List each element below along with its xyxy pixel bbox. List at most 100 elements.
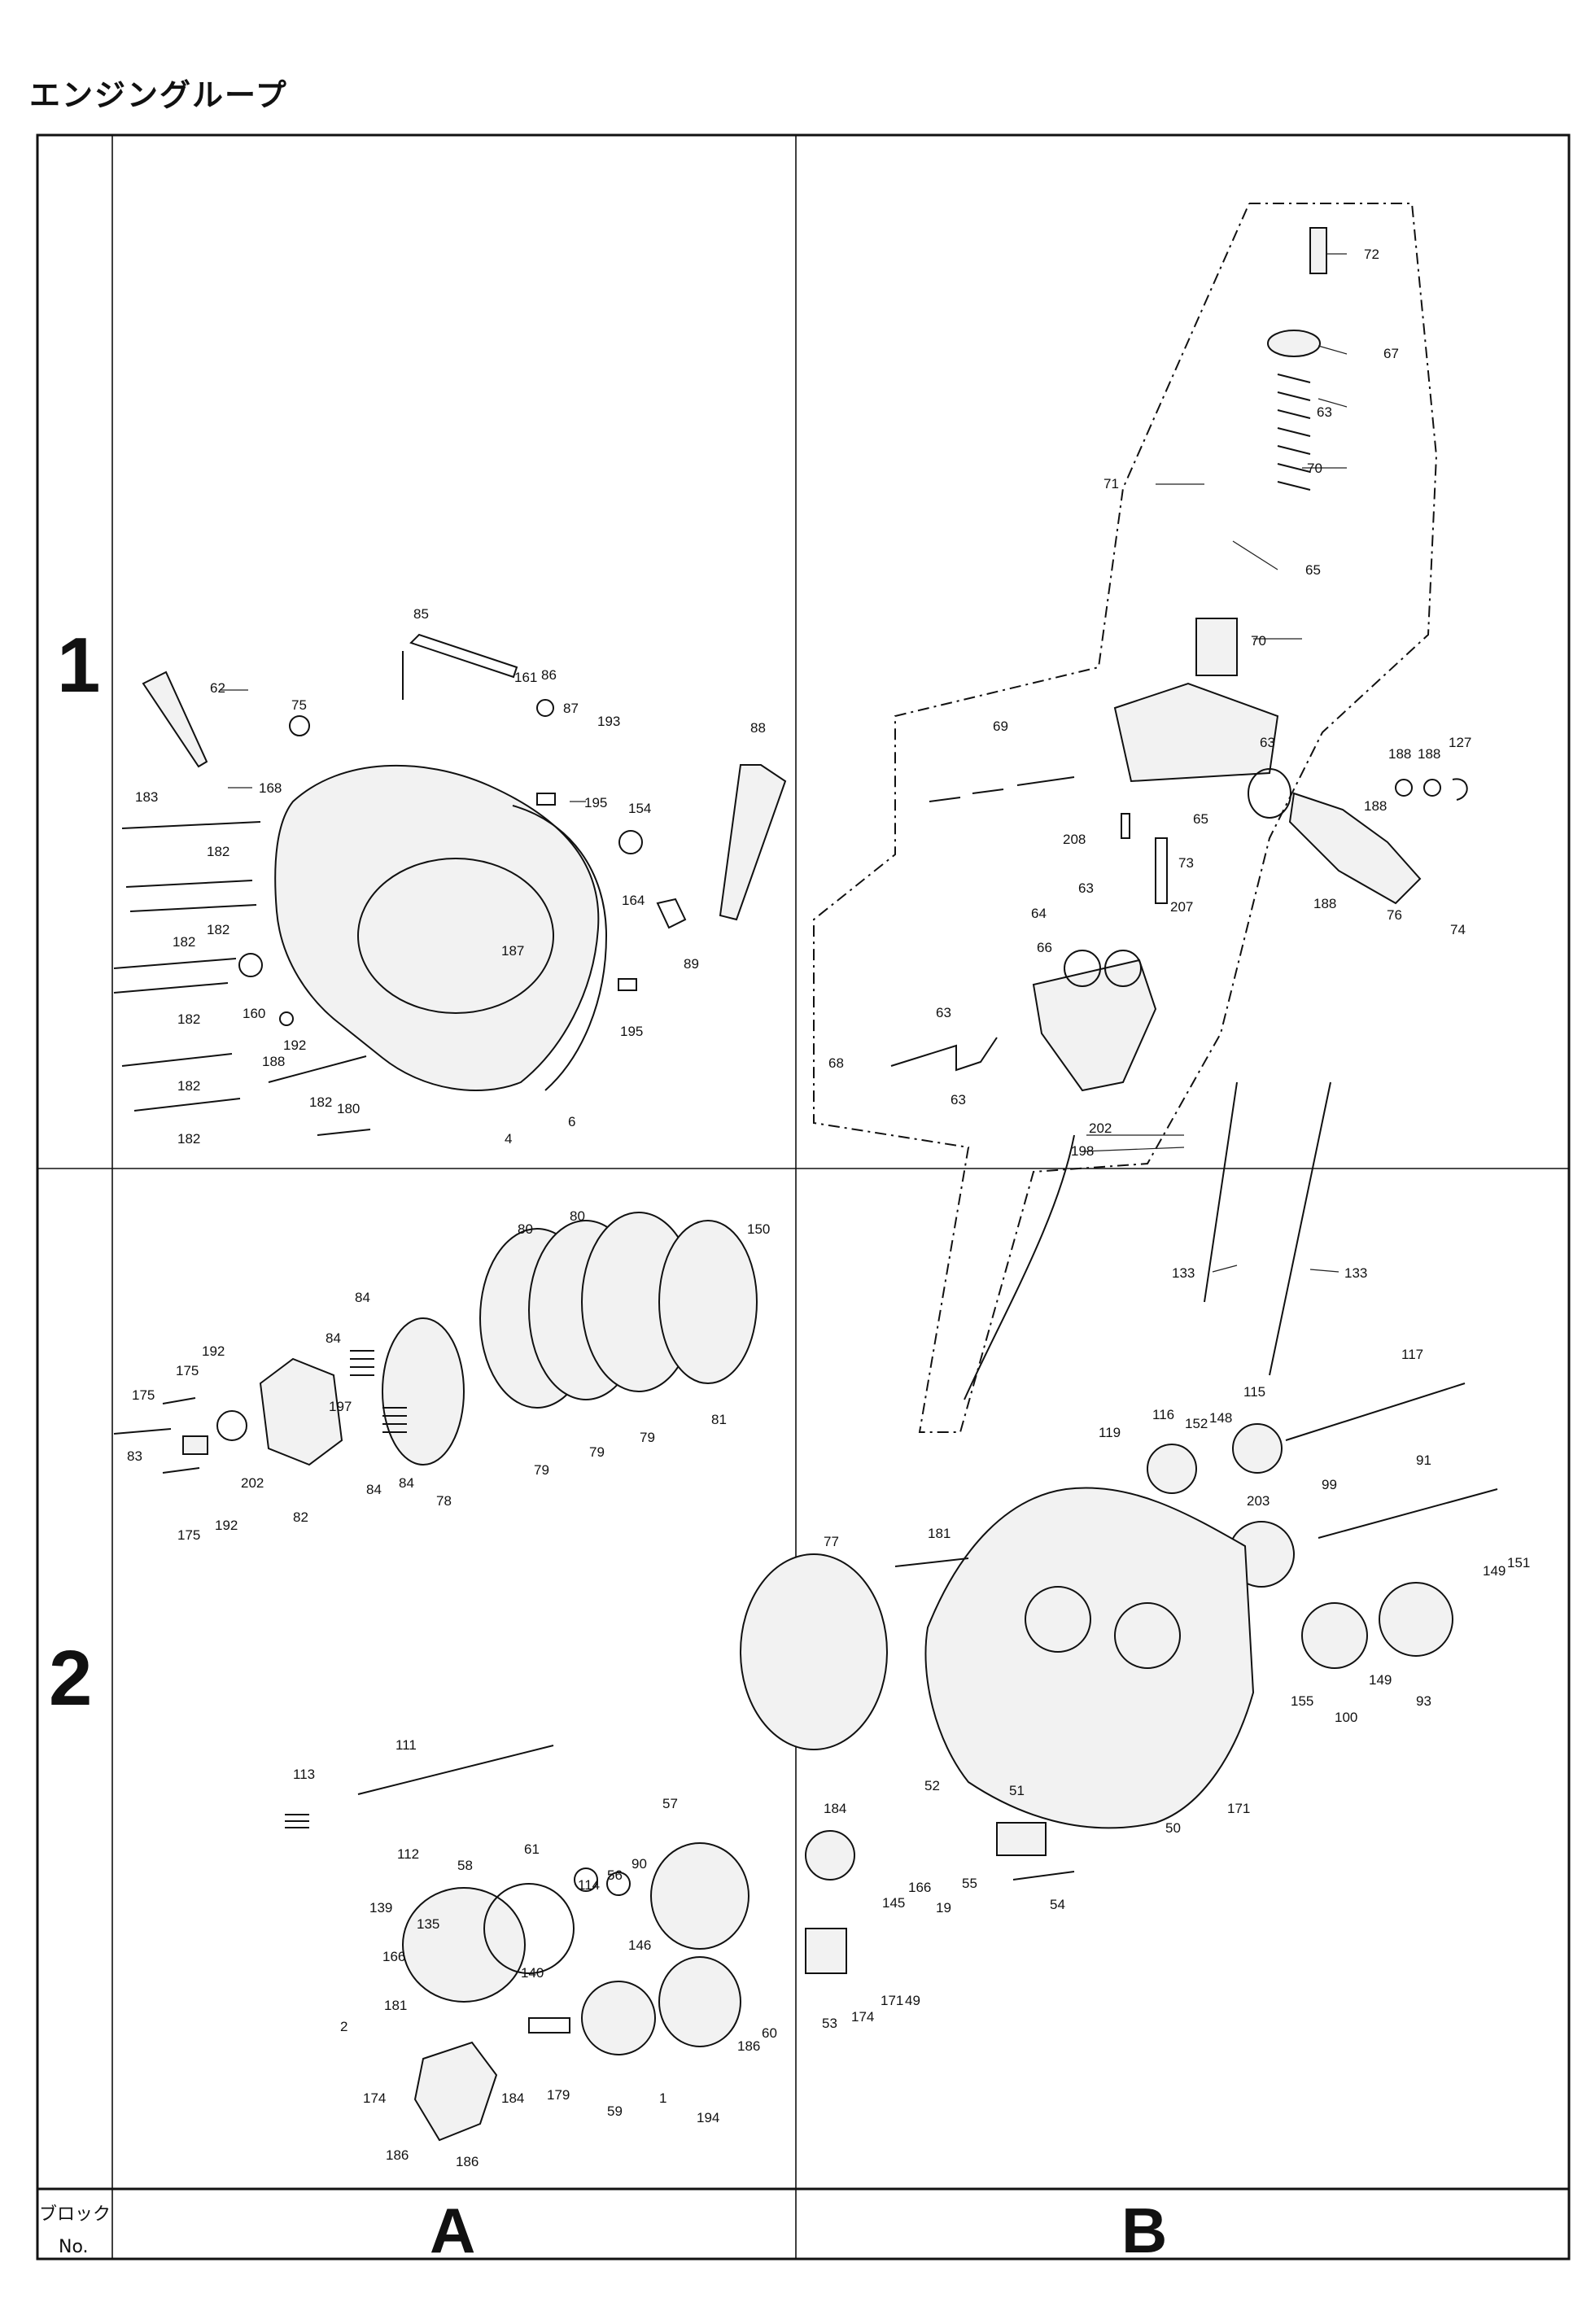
bolt-182g [268,1055,367,1083]
clutch-center-81-part [658,1220,758,1384]
callout-70b: 70 [1251,633,1266,649]
callout-174a: 146 [628,1937,651,1953]
callout-166a: 166 [908,1880,931,1895]
callout-66: 66 [1037,940,1052,955]
callout-50: 1 [659,2090,666,2106]
callout-182c: 182 [173,934,195,950]
callout-174b: 194 [697,2110,719,2125]
callout-65b: 65 [1193,811,1208,827]
outer-border [36,133,1571,2261]
gasket-63-part [1248,768,1291,819]
leader-65a [1232,540,1278,570]
callout-168: 168 [259,780,282,796]
callout-155: 155 [1291,1693,1313,1709]
nut-188b-part [1423,779,1441,797]
callout-135: 56 [607,1868,623,1883]
pump-cover-58-part [402,1887,526,2003]
callout-161: 161 [514,670,537,685]
rotor-50-part [658,1956,741,2047]
callout-188d: 188 [1364,798,1387,814]
bearing-202-part [216,1410,247,1441]
leader-133b [1309,1269,1339,1273]
callout-74: 74 [1450,922,1466,937]
callout-19: 179 [547,2087,570,2103]
callout-195a: 195 [584,795,607,810]
cap-72-part [1309,227,1327,274]
bolt-182d [113,982,229,994]
crankcase-bore-part [1025,1586,1091,1653]
top-67-part [1267,330,1321,357]
callout-84c: 84 [399,1475,414,1491]
bolt-175a-part [113,1428,172,1435]
callout-79b: 79 [589,1444,605,1460]
callout-54: 60 [762,2025,777,2041]
callout-78: 78 [436,1493,452,1509]
callout-182a: 182 [207,844,229,859]
switch-89-part [656,898,687,929]
callout-60: 135 [417,1916,439,1932]
callout-79a: 79 [534,1462,549,1478]
callout-81: 81 [711,1412,727,1427]
float-66a-part [1064,950,1101,987]
callout-64: 64 [1031,906,1047,921]
page-title: エンジングループ [29,77,288,113]
gear-100-part [1301,1602,1368,1669]
callout-52: 53 [822,2016,837,2031]
callout-186b: 181 [384,1998,407,2013]
carburetor-body-part [1113,682,1279,783]
callout-55: 186 [737,2038,760,2054]
gear-53-part [581,1981,656,2055]
callout-112: 112 [397,1846,419,1862]
stud-133b-part [1269,1081,1331,1376]
spring-87-part [536,699,554,717]
callout-84a: 84 [355,1290,370,1305]
callout-188c: 188 [1418,746,1440,762]
callout-63c: 63 [1078,880,1094,896]
leader-133a [1212,1265,1238,1273]
callout-140: 55 [962,1876,977,1891]
bolt-175c-part [162,1467,200,1474]
callout-182d: 182 [177,1011,200,1027]
callout-89: 89 [684,956,699,972]
oil-seal-part [238,953,263,977]
leader-67-63 [1318,345,1348,408]
callout-150: 150 [747,1221,770,1237]
callout-116: 116 [1152,1407,1174,1422]
callout-82: 82 [293,1509,308,1525]
callout-117: 117 [1401,1347,1423,1362]
clutch-outer-77-part [740,1553,888,1750]
callout-186c: 2 [340,2019,347,2034]
pump-body-49-part [413,2041,498,2142]
spring-70-part [1277,374,1311,491]
callout-71: 71 [1103,476,1119,491]
callout-76: 76 [1387,907,1402,923]
row-label-1: 1 [57,622,100,709]
callout-79c: 79 [640,1430,655,1445]
callout-56: 51 [1009,1783,1025,1798]
callout-175b: 175 [132,1387,155,1403]
row-label-2: 2 [49,1635,92,1722]
callout-114: 52 [924,1778,940,1793]
bolt-175b-part [162,1397,196,1404]
cell-a1-parts [113,633,787,1136]
clutch-lever-part [409,633,518,679]
callout-65a: 65 [1305,562,1321,578]
clip-75-part [289,715,310,736]
callout-127: 127 [1449,735,1471,750]
gear-116-part [1147,1444,1197,1494]
shaft-91-part [1318,1488,1498,1539]
needle-208-part [1121,813,1130,839]
callout-192c: 192 [215,1518,238,1533]
callout-83: 83 [127,1448,142,1464]
callout-171a: 174 [363,2090,386,2106]
callout-188a: 188 [262,1054,285,1069]
callout-73: 73 [1178,855,1194,871]
callout-184a: 145 [882,1895,905,1911]
callout-194: 140 [521,1965,544,1981]
bolt-183 [121,821,261,829]
callout-72: 72 [1364,247,1379,262]
crankcase-half-1-part [924,1487,1255,1829]
callout-69: 69 [993,719,1008,734]
callout-183: 183 [135,789,158,805]
